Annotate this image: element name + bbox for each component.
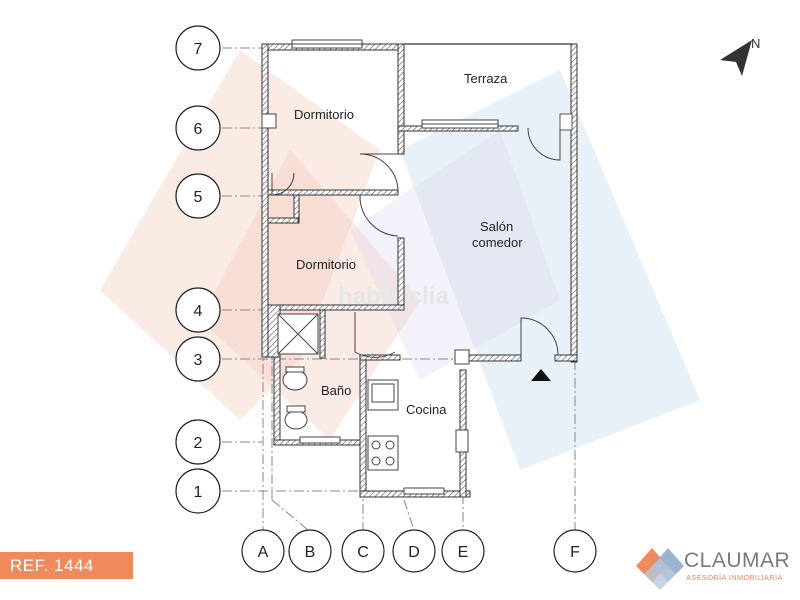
room-label-kitchen: Cocina [406, 402, 447, 417]
brand-block: CLAUMAR ASESORÍA INMOBILIARIA [632, 545, 792, 585]
grid-col-bubble [341, 529, 385, 573]
grid-col-label: B [305, 544, 316, 561]
fixtures [277, 313, 399, 471]
room-label-living-line1: Salón [480, 219, 513, 234]
grid-col-label: E [458, 544, 469, 561]
room-label-bathroom: Baño [321, 383, 351, 398]
grid-col-label: F [570, 544, 580, 561]
grid-row-label: 7 [194, 41, 203, 58]
grid-row-label: 4 [194, 303, 203, 320]
grid-row-bubble [175, 287, 221, 333]
brand-tagline: ASESORÍA INMOBILIARIA [686, 573, 783, 582]
door-swings [271, 127, 561, 358]
grid-col-label: A [258, 544, 269, 561]
grid-col-bubble [288, 529, 332, 573]
grid-col-label: D [408, 544, 420, 561]
windows [261, 39, 499, 495]
reference-badge: REF. 1444 [0, 552, 133, 579]
grid-row-label: 1 [194, 484, 203, 501]
grid-row-bubble [175, 336, 221, 382]
north-label: N [751, 36, 760, 51]
grid-row-label: 5 [194, 189, 203, 206]
grid-col-bubble [553, 529, 597, 573]
room-label-living-line2: comedor [472, 235, 523, 250]
grid-row-bubble [175, 105, 221, 151]
grid-col-bubble [241, 529, 285, 573]
grid-row-bubble [175, 173, 221, 219]
grid-row-bubble [175, 468, 221, 514]
grid-col-label: C [357, 544, 369, 561]
grid-row-bubble [175, 419, 221, 465]
grid-row-label: 3 [194, 352, 203, 369]
brand-logo-icon [636, 548, 684, 590]
grid-col-bubble [392, 529, 436, 573]
entrance-arrow [531, 369, 551, 381]
grid-col-bubble [441, 529, 485, 573]
room-label-bedroom-2: Dormitorio [296, 257, 356, 272]
grid-row-label: 6 [194, 121, 203, 138]
grid-row-label: 2 [194, 435, 203, 452]
room-label-terrace: Terraza [464, 71, 508, 86]
room-label-bedroom-1: Dormitorio [294, 107, 354, 122]
reference-text: REF. 1444 [10, 555, 94, 575]
grid-row-bubble [175, 25, 221, 71]
brand-name: CLAUMAR [684, 549, 791, 572]
north-arrow-icon: N [720, 36, 760, 76]
